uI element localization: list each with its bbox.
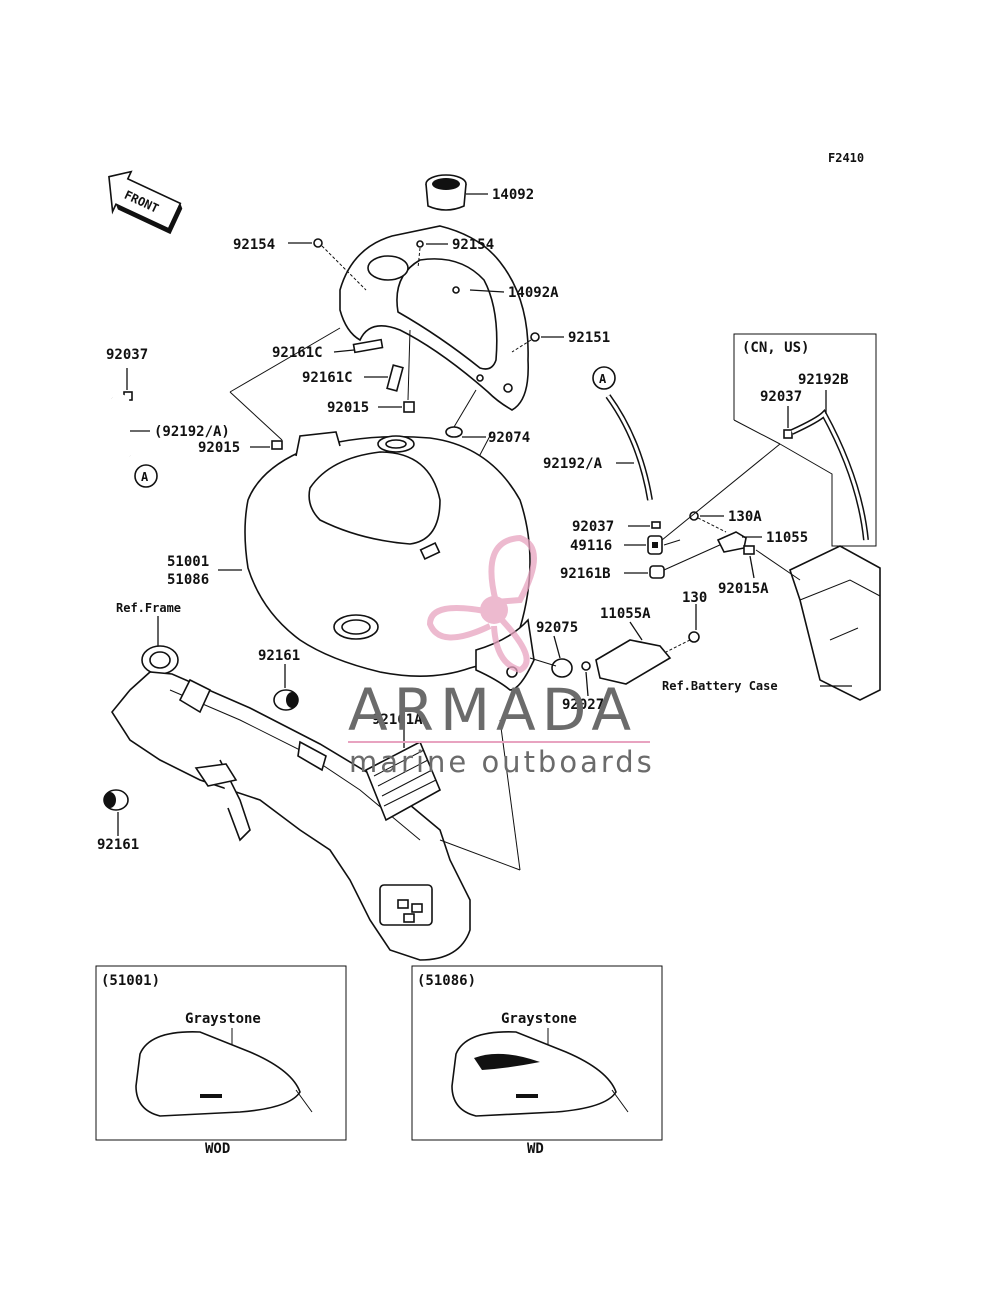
watermark-tagline: marine outboards xyxy=(349,745,655,779)
label-92161-lower: 92161 xyxy=(97,837,139,853)
inset-51086-code: (51086) xyxy=(417,973,476,989)
damper-92161c-1 xyxy=(352,338,384,354)
inset-51001: (51001) Graystone WOD xyxy=(95,965,347,1157)
label-92192a-paren: (92192/A) xyxy=(154,424,230,440)
inset-51001-caption: WOD xyxy=(205,1141,230,1157)
bracket-11055a xyxy=(595,639,672,685)
label-92015a: 92015A xyxy=(718,581,769,597)
marker-a-left xyxy=(134,464,158,488)
label-92192-a: 92192/A xyxy=(543,456,603,472)
collar-92075 xyxy=(551,658,573,678)
label-92161b: 92161B xyxy=(560,566,611,582)
rubber-92161-upper xyxy=(273,689,299,711)
label-11055: 11055 xyxy=(766,530,808,546)
breather-hose-92192b xyxy=(790,409,869,541)
label-92161a: 92161A xyxy=(372,712,423,728)
frame-part xyxy=(111,645,471,961)
inset-51086-caption: WD xyxy=(527,1141,544,1157)
front-arrow-icon: FRONT xyxy=(108,170,183,235)
inset-51001-color: Graystone xyxy=(185,1011,261,1027)
inset-51086: (51086) Graystone WD xyxy=(411,965,663,1157)
fuel-tank-part xyxy=(244,431,535,691)
label-92154-right: 92154 xyxy=(452,237,494,253)
label-51086: 51086 xyxy=(167,572,209,588)
bolt-130 xyxy=(665,631,700,653)
label-130a: 130A xyxy=(728,509,762,525)
label-92192b: 92192B xyxy=(798,372,849,388)
label-49116: 49116 xyxy=(570,538,612,554)
inset-51086-color: Graystone xyxy=(501,1011,577,1027)
watermark-brand: ARMADA xyxy=(348,676,637,744)
label-92161-upper: 92161 xyxy=(258,648,300,664)
label-14092: 14092 xyxy=(492,187,534,203)
marker-a-top xyxy=(592,366,616,390)
clip-92015a xyxy=(743,545,755,555)
marker-a-left-label: A xyxy=(141,470,149,484)
label-92015-upper: 92015 xyxy=(327,400,369,416)
grommet-92074 xyxy=(445,426,463,438)
label-92037-right: 92037 xyxy=(760,389,802,405)
washer-92027 xyxy=(581,661,591,671)
label-92075: 92075 xyxy=(536,620,578,636)
label-14092a: 14092A xyxy=(508,285,559,301)
label-92037-mid: 92037 xyxy=(572,519,614,535)
inset-51001-code: (51001) xyxy=(101,973,160,989)
bolt-130a xyxy=(689,511,727,533)
damper-92161c-2 xyxy=(386,364,404,392)
clip-92015-upper xyxy=(403,401,415,413)
clamp-92037-right xyxy=(783,429,793,439)
fuel-cap-part xyxy=(425,174,467,211)
damper-92161b xyxy=(649,565,665,579)
bolt-92154-right xyxy=(416,240,424,269)
valve-49116 xyxy=(647,535,663,555)
clamp-92037-mid xyxy=(651,521,661,529)
label-51001: 51001 xyxy=(167,554,209,570)
cn-us-callout-box xyxy=(661,333,877,547)
bolt-92154-left xyxy=(313,238,367,291)
label-92074: 92074 xyxy=(488,430,530,446)
breather-hose-92192a xyxy=(605,394,653,501)
tank-wd-part xyxy=(451,1031,617,1117)
bolt-92151 xyxy=(511,332,540,353)
marker-a-top-label: A xyxy=(599,372,607,386)
label-92161c-2: 92161C xyxy=(302,370,353,386)
label-ref-battery-case: Ref.Battery Case xyxy=(662,679,778,693)
label-92027: 92027 xyxy=(562,697,604,713)
bracket-11055 xyxy=(716,531,747,553)
label-130: 130 xyxy=(682,590,707,606)
label-ref-frame: Ref.Frame xyxy=(116,601,181,615)
rubber-92161-lower xyxy=(103,789,129,811)
tank-wod-part xyxy=(135,1031,301,1117)
label-92015-left: 92015 xyxy=(198,440,240,456)
figure-code: F2410 xyxy=(828,151,864,165)
label-92151: 92151 xyxy=(568,330,610,346)
tank-console-cover-part xyxy=(339,225,529,411)
armada-watermark-logo xyxy=(426,534,537,674)
clip-92015-left xyxy=(271,440,283,450)
label-92154-left: 92154 xyxy=(233,237,275,253)
pad-92161a xyxy=(364,740,442,822)
label-cn-us: (CN, US) xyxy=(742,340,809,356)
battery-case-part xyxy=(789,545,881,701)
label-92037-left: 92037 xyxy=(106,347,148,363)
label-11055a: 11055A xyxy=(600,606,651,622)
